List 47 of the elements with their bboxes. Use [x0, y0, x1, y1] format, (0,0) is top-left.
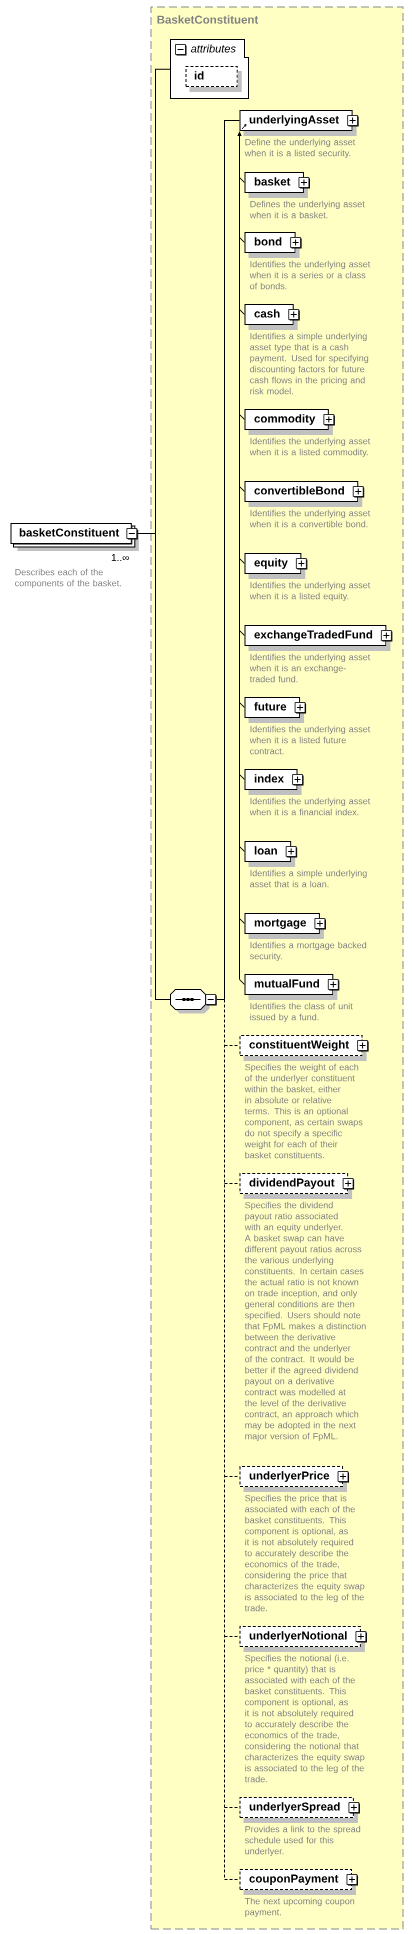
description-text: Define the underlying asset when it is a listed security.: [244, 138, 356, 159]
description-text: The next upcoming coupon payment.: [244, 1897, 355, 1918]
description-text: Provides a link to the spread schedule used for this underlyer.: [244, 1825, 361, 1857]
description-text: Specifies the weight of each of the underlyer constituent within the basket, either in absolute or relative terms. This is an optional component, as certain swaps do not specify a specific weight for each of their basket constituents.: [244, 1063, 363, 1159]
connector-line: [224, 1045, 240, 1046]
connector-line: [224, 120, 240, 1000]
connector-line: [224, 1807, 240, 1808]
connector-line: [224, 999, 225, 1880]
connector-line: [239, 237, 245, 243]
description-text: Identifies the underlying asset when it is a financial index.: [249, 797, 371, 816]
connector-line: [239, 979, 245, 985]
connector-line: [239, 702, 245, 708]
description-text: Identifies the underlying asset when it is a series or a class of bonds.: [249, 260, 371, 290]
connector-line: [239, 630, 245, 636]
connector-line: [224, 1183, 240, 1184]
connector-line: [137, 533, 156, 534]
description-text: Identifies the underlying asset when it is a listed equity.: [249, 581, 371, 602]
description-text: Specifies the price that is associated with each of the basket constituents. This component is optional, as it is not absolutely required to accurately describe the economics of the trade, considering the price that characterizes the equity swap is associated to the leg of the trade.: [244, 1494, 365, 1612]
connector-line: [239, 309, 245, 315]
description-text: Identifies the class of unit issued by a fund.: [250, 1002, 353, 1023]
connector-line: [239, 846, 245, 852]
connector-line: [239, 918, 245, 924]
connector-line: [239, 558, 245, 564]
description-text: Identifies the underlying asset when it is a listed future contract.: [249, 725, 371, 755]
description-text: Specifies the notional (i.e. price * quantity) that is associated with each of the basket constituents. This component is optional, as it is not absolutely required to accurately describe the economics of the trade, considering the notional that characterizes the equity swap is associated to the leg of the trade.: [244, 1654, 365, 1783]
connector-line: [224, 1879, 240, 1880]
connector-line: [239, 414, 245, 420]
description-text: Identifies the underlying asset when it is a convertible bond.: [249, 509, 371, 528]
multiplicity-label: 1..∞: [111, 554, 129, 561]
arrow: [237, 131, 242, 980]
description-text: Identifies a simple underlying asset type that is a cash payment. Used for specifying discounting factors for future cash flows in the pricing and risk model.: [250, 332, 369, 395]
attribute-box: id: [185, 66, 238, 87]
connector-line: [224, 1476, 240, 1477]
description-text: Defines the underlying asset when it is a basket.: [249, 200, 365, 219]
description-text: Identifies a mortgage backed security.: [249, 941, 367, 962]
description-text: Identifies the underlying asset when it is a listed commodity.: [249, 437, 371, 458]
description-text: Identifies the underlying asset when it is an exchange-traded fund.: [249, 653, 371, 683]
connector-line: [239, 774, 245, 780]
connector-line: [155, 68, 171, 534]
description-text: Describes each of the components of the basket.: [15, 568, 121, 589]
connector-line: [216, 999, 225, 1000]
connector-line: [239, 486, 245, 492]
connector-line: [155, 533, 171, 1000]
connector-line: [239, 177, 245, 183]
connector-line: [224, 1636, 240, 1637]
description-text: Specifies the dividend payout ratio associated with an equity underlyer. A basket swap can have different payout ratios across the various underlying constituents. In certain cases the actual ratio is not known on trade inception, and only general conditions are then specified. Users should note that FpML makes a distinction between the derivative contract and the underlyer of the contract. It would be better if the agreed dividend payout on a derivative contract was modelled at the level of the derivative contract, an approach which may be adopted in the next major version of FpML.: [244, 1201, 366, 1442]
description-text: Identifies a simple underlying asset that is a loan.: [250, 869, 367, 888]
